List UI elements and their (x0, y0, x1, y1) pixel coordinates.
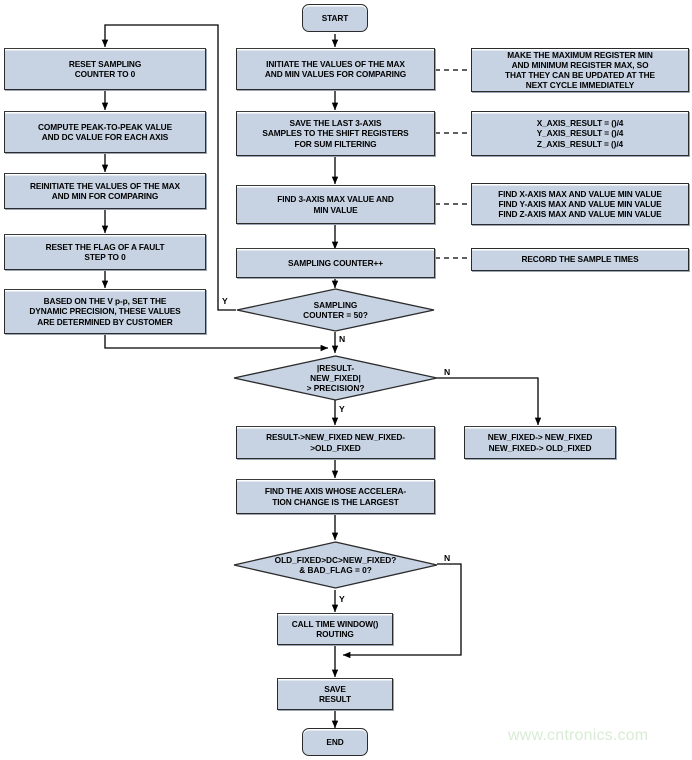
branch-label-decision3-yes: Y (339, 594, 345, 604)
decision-old-fixed-label: OLD_FIXED>DC>NEW_FIXED? & BAD_FLAG = 0? (274, 554, 397, 575)
process-reset-sampling-counter[interactable]: RESET SAMPLING COUNTER TO 0 (4, 48, 206, 90)
process-save-result[interactable]: SAVE RESULT (277, 678, 393, 710)
branch-label-decision3-no: N (444, 553, 451, 563)
branch-label-decision2-no: N (444, 367, 451, 377)
process-find-3axis-max-min[interactable]: FIND 3-AXIS MAX VALUE AND MIN VALUE (236, 185, 435, 224)
decision-precision[interactable]: |RESULT- NEW_FIXED| > PRECISION? (233, 355, 438, 401)
terminal-end[interactable]: END (302, 728, 368, 756)
decision-sampling-counter-label: SAMPLING COUNTER = 50? (303, 299, 368, 320)
note-max-min-registers: MAKE THE MAXIMUM REGISTER MIN AND MINIMU… (471, 48, 689, 92)
branch-label-decision1-no: N (339, 334, 346, 344)
branch-label-decision1-yes: Y (222, 296, 228, 306)
process-set-dynamic-precision[interactable]: BASED ON THE V p-p, SET THE DYNAMIC PREC… (4, 289, 206, 334)
note-find-axis-max-min: FIND X-AXIS MAX AND VALUE MIN VALUE FIND… (471, 183, 689, 225)
terminal-start[interactable]: START (302, 4, 368, 32)
decision-precision-label: |RESULT- NEW_FIXED| > PRECISION? (306, 362, 365, 394)
decision-sampling-counter[interactable]: SAMPLING COUNTER = 50? (236, 288, 435, 332)
process-initiate-max-min[interactable]: INITIATE THE VALUES OF THE MAX AND MIN V… (236, 48, 435, 90)
site-watermark: www.cntronics.com (508, 727, 649, 744)
process-reinitiate-max-min[interactable]: REINITIATE THE VALUES OF THE MAX AND MIN… (4, 173, 206, 209)
branch-label-decision2-yes: Y (339, 404, 345, 414)
process-sampling-counter-increment[interactable]: SAMPLING COUNTER++ (236, 248, 435, 278)
wire-decision2-no (437, 377, 542, 426)
note-axis-result: X_AXIS_RESULT = ()/4 Y_AXIS_RESULT = ()/… (471, 111, 689, 156)
note-record-sample-times: RECORD THE SAMPLE TIMES (471, 248, 689, 271)
process-call-time-window[interactable]: CALL TIME WINDOW() ROUTING (277, 613, 393, 645)
decision-old-fixed[interactable]: OLD_FIXED>DC>NEW_FIXED? & BAD_FLAG = 0? (233, 541, 438, 589)
process-compute-peak-to-peak[interactable]: COMPUTE PEAK-TO-PEAK VALUE AND DC VALUE … (4, 111, 206, 153)
process-reset-fault-flag[interactable]: RESET THE FLAG OF A FAULT STEP TO 0 (4, 234, 206, 270)
wire-left5-to-main (104, 334, 329, 352)
diamond-shape-1 (236, 288, 435, 332)
process-result-to-new-fixed[interactable]: RESULT->NEW_FIXED NEW_FIXED- >OLD_FIXED (236, 426, 435, 459)
process-new-fixed-to-old-fixed[interactable]: NEW_FIXED-> NEW_FIXED NEW_FIXED-> OLD_FI… (464, 426, 616, 459)
process-save-3axis-samples[interactable]: SAVE THE LAST 3-AXIS SAMPLES TO THE SHIF… (236, 111, 435, 156)
process-find-axis-largest-change[interactable]: FIND THE AXIS WHOSE ACCELERA- TION CHANG… (236, 479, 435, 514)
